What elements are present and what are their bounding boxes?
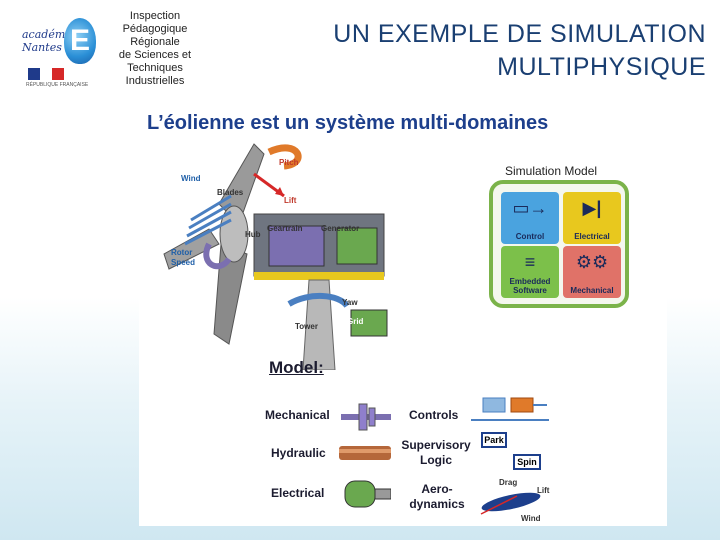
legend-supervisory-logic: Supervisory Logic [401,438,471,467]
inspection-label: Inspection Pédagogique Régionale de Scie… [100,10,210,88]
tile-label: Embedded Software [509,277,551,295]
simulation-model-title: Simulation Model [505,164,598,178]
label-yaw: Yaw [342,298,358,307]
hydraulic-pipe-icon [339,446,391,460]
label-rotor-speed: Rotor Speed [171,248,196,267]
academie-logo: académie Nantes E RÉPUBLIQUE FRANÇAISE [20,8,96,90]
simulation-model-panel: ▭→ Control ▶| Electrical ≡ Embedded Soft… [489,180,629,308]
airfoil-icon [480,492,541,515]
label-wind: Wind [181,174,201,183]
legend-hydraulic: Hydraulic [271,446,326,460]
controls-block-icon [471,397,549,421]
legend-aerodynamics: Aero- dynamics [409,482,465,511]
pitch-arrow-icon [267,144,302,170]
tile-embedded-software: ≡ Embedded Software [501,246,559,298]
electrical-motor-icon [344,480,391,508]
gears-icon: ⚙⚙ [575,252,609,272]
slide-title-line-2: MULTIPHYSIQUE [497,53,706,81]
tile-label: Electrical [574,232,610,241]
inspection-line: Inspection [129,10,181,22]
wind-turbine-diagram [163,143,388,370]
label-aero-lift: Lift [537,486,550,495]
tile-electrical: ▶| Electrical [563,192,621,244]
figure-title: L’éolienne est un système multi-domaines [147,112,549,134]
turbine-blade-left [163,228,220,270]
model-legend-title: Model: [269,358,324,377]
logo-wordmark: académie Nantes [22,28,75,54]
logo-line-1: académie [22,28,76,41]
rotor-speed-arrow-icon [203,242,232,270]
wind-arrows-icon [184,194,232,246]
mechanical-connector-icon [341,403,391,431]
legend-controls: Controls [409,408,459,422]
control-icon: ▭→ [512,198,548,218]
label-generator: Generator [321,224,360,233]
inspection-line: Techniques [127,62,183,74]
label-aero-wind: Wind [521,514,541,523]
label-blades: Blades [217,188,244,197]
label-hub: Hub [245,230,261,239]
tile-mechanical: ⚙⚙ Mechanical [563,246,621,298]
grid-box [350,309,388,337]
label-geartrain: Geartrain [267,224,303,233]
state-park: Park [481,432,507,448]
code-icon: ≡ [524,252,536,272]
wind-turbine-figure: L’éolienne est un système multi-domaines [139,104,667,526]
label-lift: Lift [284,196,297,205]
slide-title-line-1: UN EXEMPLE DE SIMULATION [333,20,706,48]
inspection-line: Pédagogique [122,23,188,35]
inspection-line: Régionale [130,36,180,48]
french-flag-icon [28,68,64,80]
label-grid: Grid [347,317,364,326]
legend-electrical: Electrical [271,486,325,500]
turbine-tower [302,279,336,370]
legend-mechanical: Mechanical [265,408,330,422]
flag-caption: RÉPUBLIQUE FRANÇAISE [26,82,89,88]
label-drag: Drag [499,478,518,487]
tile-control: ▭→ Control [501,192,559,244]
logo-line-2: Nantes [22,41,62,54]
tile-label: Control [515,232,545,241]
generator-block [336,227,378,265]
inspection-line: de Sciences et [118,49,192,61]
label-tower: Tower [295,322,318,331]
geartrain-block [268,225,325,267]
label-pitch: Pitch [279,158,299,167]
inspection-line: Industrielles [125,75,185,87]
slide-title: UN EXEMPLE DE SIMULATION MULTIPHYSIQUE [240,18,706,84]
diode-icon: ▶| [582,198,602,218]
nacelle-base [254,272,384,280]
state-spin: Spin [513,454,541,470]
yaw-arrow-icon [287,292,350,309]
turbine-hub [219,205,249,263]
logo-e-icon: E [64,18,96,64]
tile-label: Mechanical [570,286,614,295]
